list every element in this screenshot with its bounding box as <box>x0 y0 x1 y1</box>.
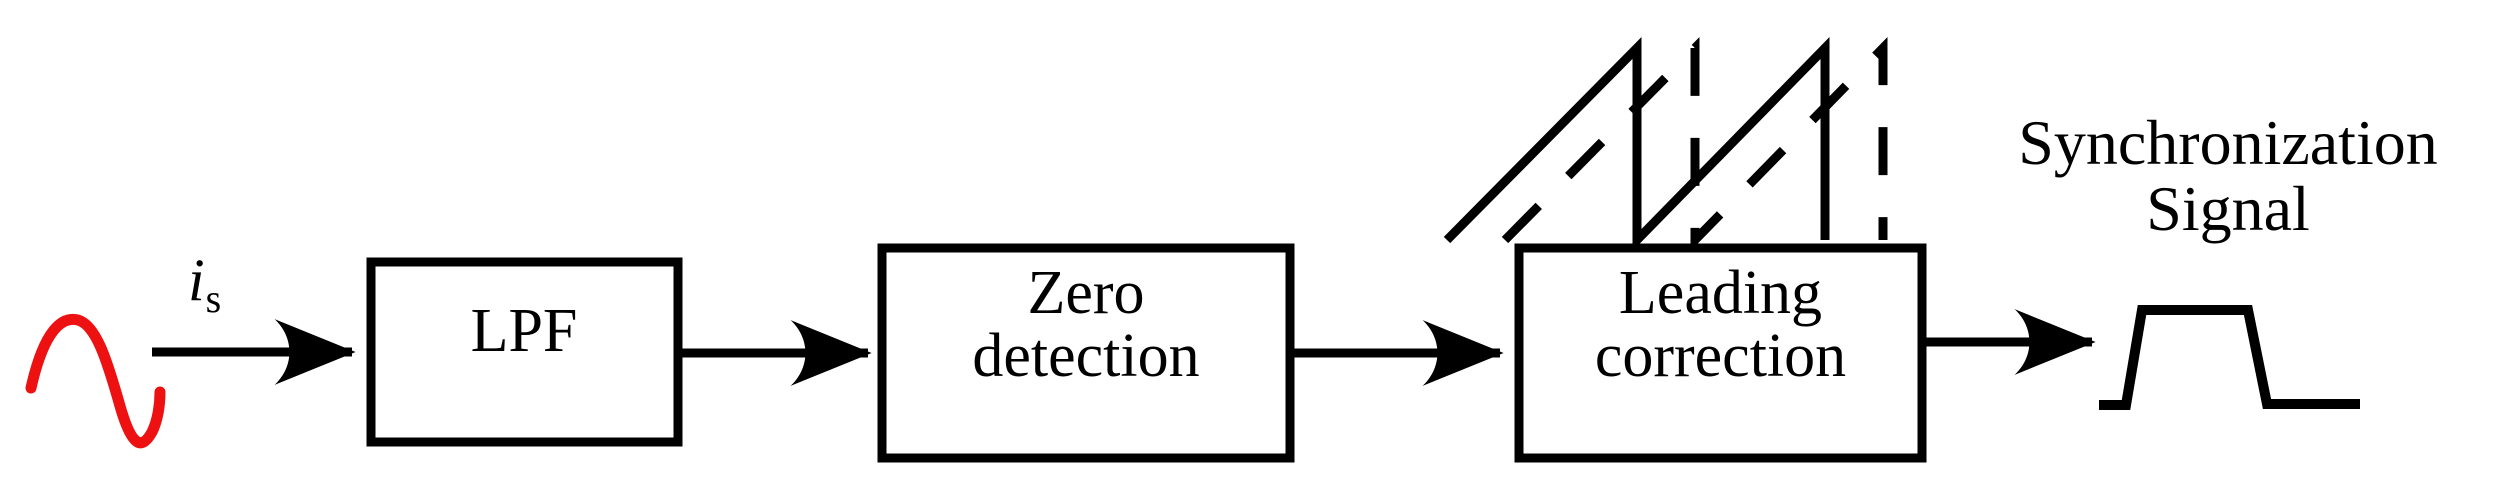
block-zero-detection[interactable] <box>877 243 1295 463</box>
sine-wave-input <box>25 313 166 449</box>
block-leading-correction[interactable] <box>1514 243 1927 463</box>
block-lpf[interactable] <box>366 257 683 447</box>
sawtooth-solid <box>1443 36 1830 252</box>
sawtooth-ramp-waveforms <box>1443 36 1888 252</box>
trapezoidal-pulse-output <box>2099 305 2360 410</box>
sawtooth-dashed <box>1501 36 1888 252</box>
